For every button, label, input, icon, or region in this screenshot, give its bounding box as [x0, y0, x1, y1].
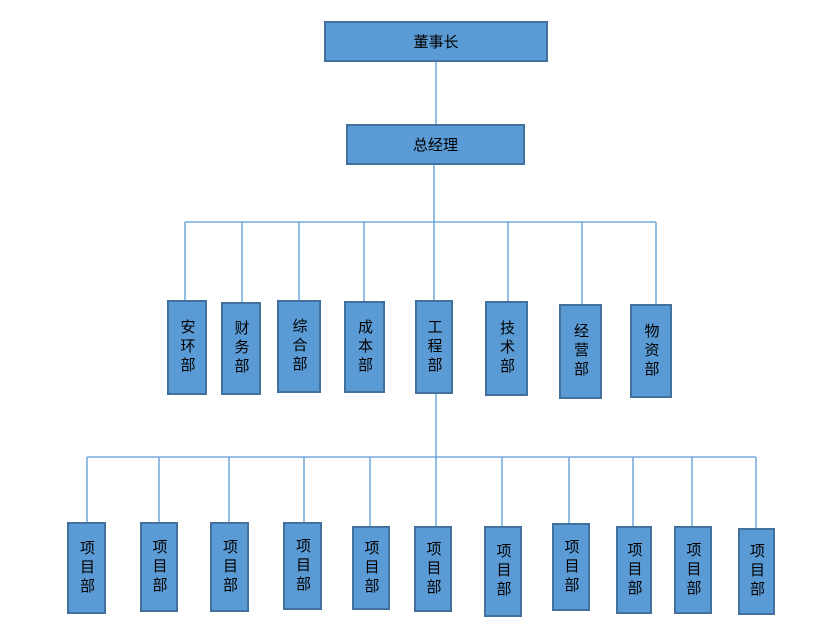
node-project: 项目部 [414, 526, 452, 612]
node-dept-cost: 成本部 [344, 301, 385, 393]
node-project-label: 项目部 [221, 538, 239, 596]
node-project: 项目部 [352, 526, 390, 610]
node-project-label: 项目部 [625, 541, 644, 599]
node-project: 项目部 [67, 522, 106, 614]
node-project: 项目部 [616, 526, 652, 614]
node-dept-materials: 物资部 [630, 304, 672, 398]
node-general-manager-label: 总经理 [412, 136, 458, 154]
node-dept-label: 财务部 [232, 320, 251, 377]
node-dept-technology: 技术部 [485, 301, 528, 396]
node-dept-label: 成本部 [356, 318, 374, 376]
node-project: 项目部 [210, 522, 249, 612]
node-dept-safety: 安环部 [167, 300, 207, 395]
node-project-label: 项目部 [150, 538, 169, 596]
node-dept-finance: 财务部 [221, 302, 261, 395]
node-project: 项目部 [738, 528, 775, 615]
node-dept-engineering: 工程部 [415, 300, 453, 394]
node-general-manager: 总经理 [346, 124, 525, 165]
node-project-label: 项目部 [78, 539, 96, 597]
node-project: 项目部 [674, 526, 712, 614]
node-project: 项目部 [283, 522, 322, 610]
node-project: 项目部 [552, 523, 590, 611]
node-project-label: 项目部 [684, 541, 703, 599]
node-project-label: 项目部 [294, 537, 312, 595]
node-dept-label: 工程部 [425, 318, 444, 376]
node-dept-operations: 经营部 [559, 304, 602, 399]
node-dept-label: 技术部 [498, 320, 516, 377]
node-chairman: 董事长 [324, 21, 548, 62]
node-project-label: 项目部 [562, 538, 581, 596]
node-dept-general: 综合部 [277, 300, 321, 393]
node-project-label: 项目部 [424, 540, 443, 598]
node-dept-label: 物资部 [642, 322, 661, 380]
node-dept-label: 安环部 [178, 319, 197, 376]
node-project: 项目部 [484, 526, 522, 617]
node-project-label: 项目部 [748, 543, 766, 600]
node-project-label: 项目部 [362, 539, 381, 597]
node-chairman-label: 董事长 [413, 33, 459, 51]
node-dept-label: 综合部 [290, 318, 309, 375]
node-dept-label: 经营部 [572, 323, 590, 380]
node-project-label: 项目部 [494, 543, 513, 600]
node-project: 项目部 [140, 522, 178, 612]
